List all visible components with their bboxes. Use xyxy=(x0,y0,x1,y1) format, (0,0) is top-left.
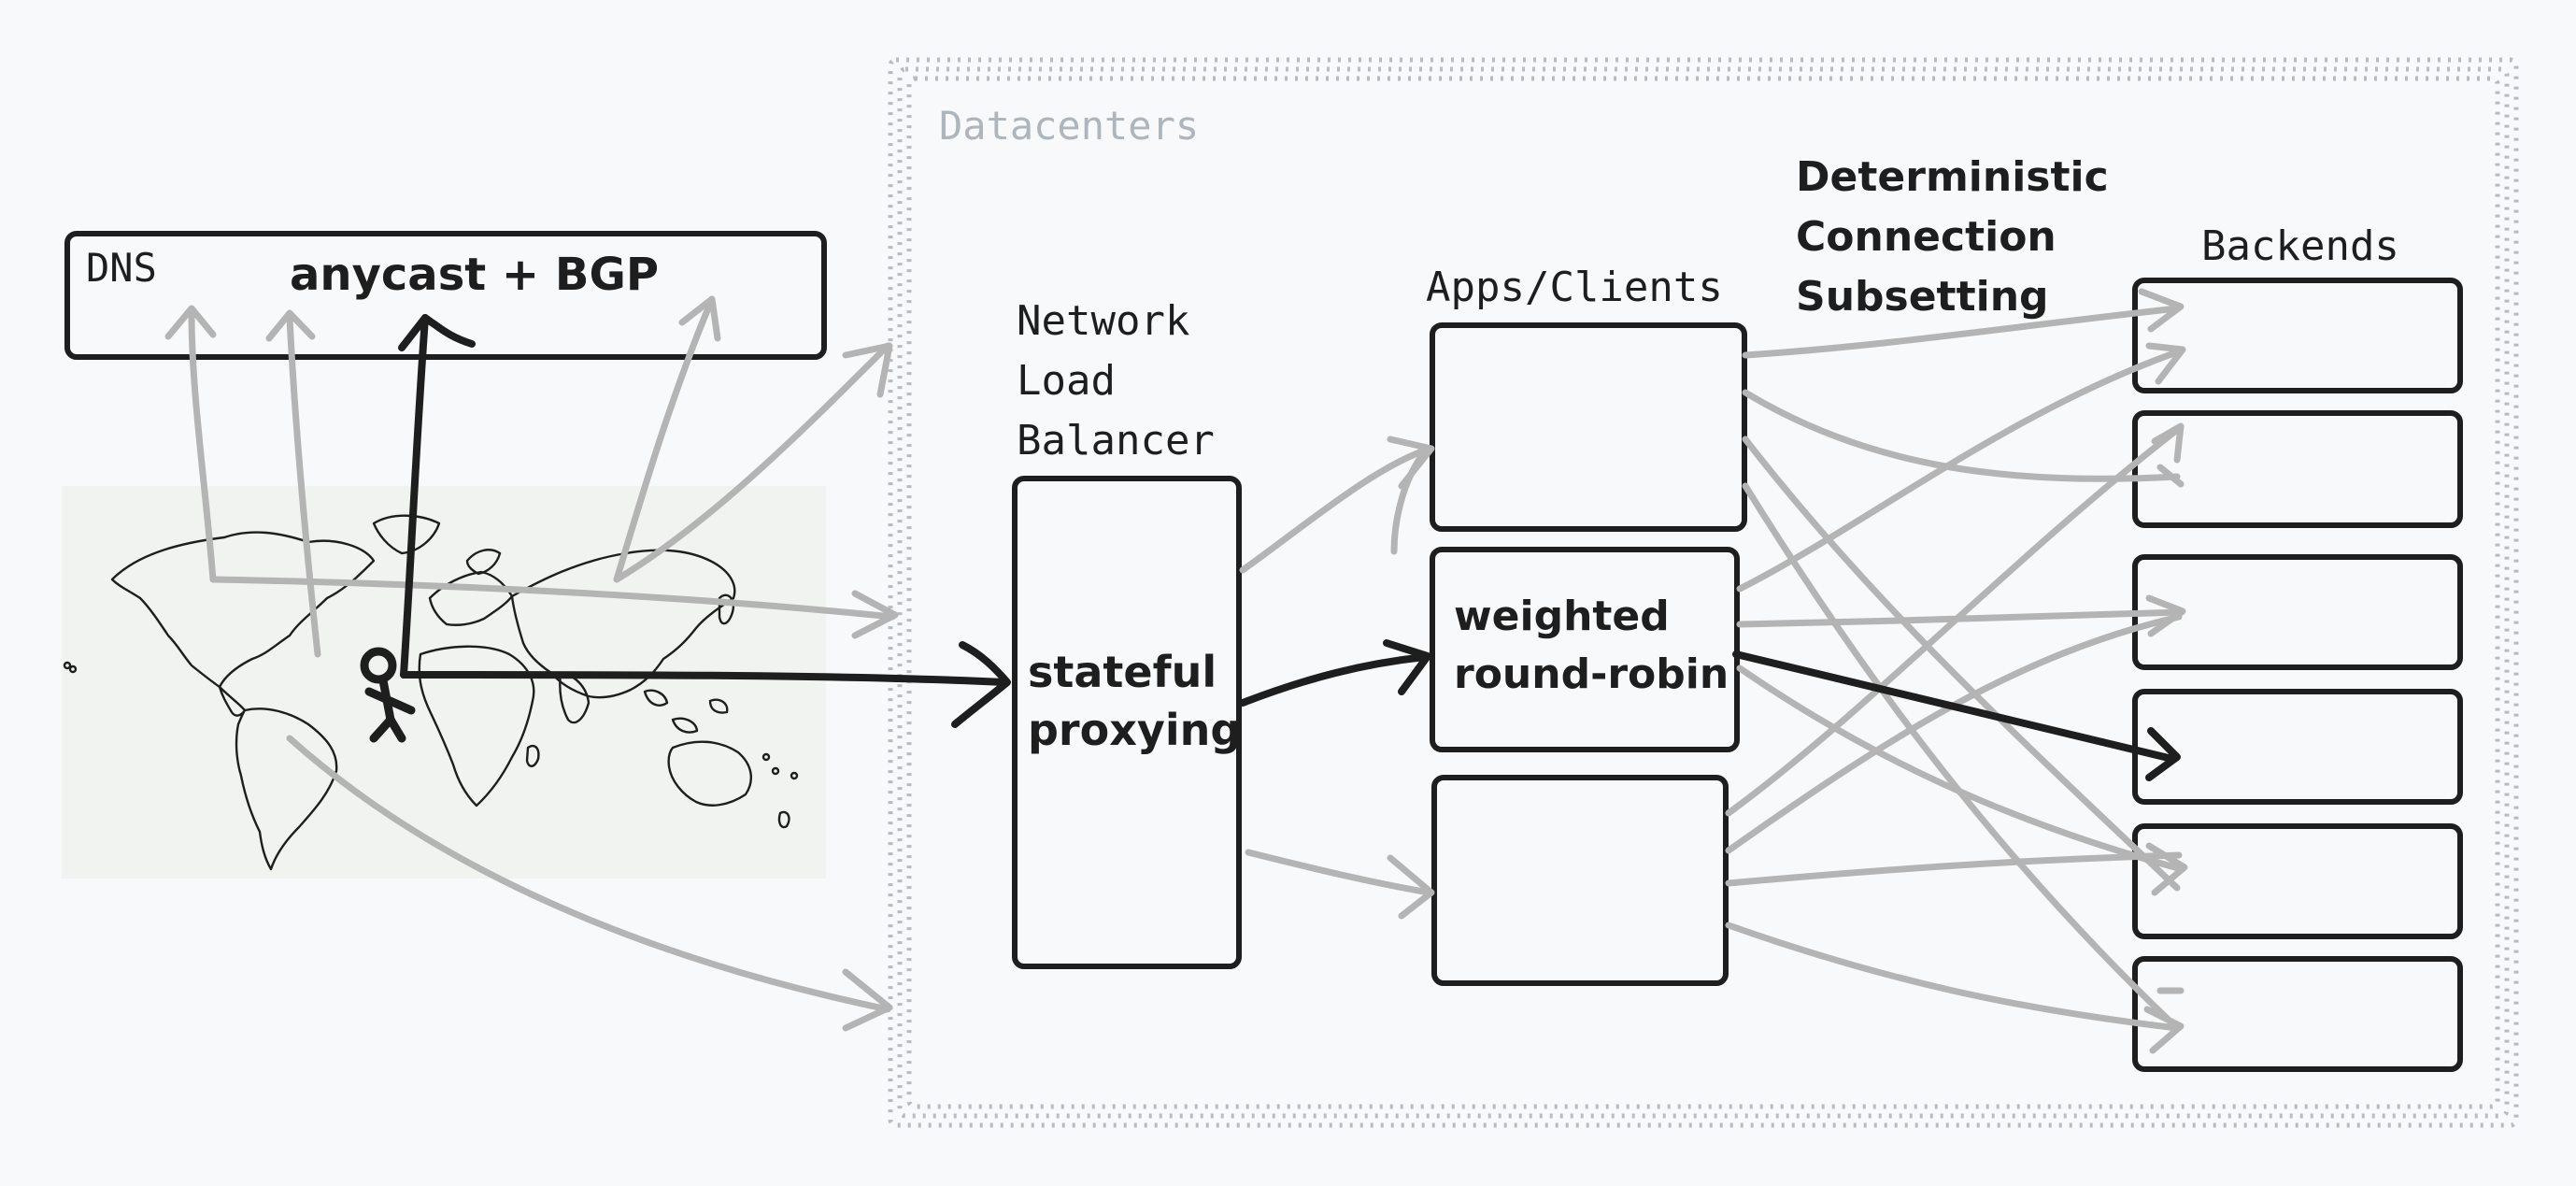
nlb-heading-line2: Load xyxy=(1017,357,1116,405)
apps-clients-heading: Apps/Clients xyxy=(1426,264,1723,311)
dns-label: DNS xyxy=(86,245,157,291)
dns-box xyxy=(64,231,827,360)
faint-arrows xyxy=(164,288,2188,1054)
subsetting-line2: Connection xyxy=(1796,213,2057,261)
app-box-3 xyxy=(1431,775,1729,986)
backend-box-5 xyxy=(2132,823,2463,939)
app-box-2 xyxy=(1430,547,1740,752)
weighted-label: weighted xyxy=(1454,593,1670,640)
backends-heading: Backends xyxy=(2201,222,2399,270)
nlb-heading-line3: Balancer xyxy=(1017,417,1215,464)
nlb-stateful-label: stateful xyxy=(1028,647,1217,697)
nlb-box xyxy=(1012,476,1242,969)
world-map-icon xyxy=(63,514,799,871)
nlb-heading-line1: Network xyxy=(1017,297,1190,345)
round-robin-label: round-robin xyxy=(1454,650,1729,698)
backend-boxes xyxy=(2132,278,2463,1072)
subsetting-line1: Deterministic xyxy=(1796,153,2109,201)
world-map-panel xyxy=(62,486,826,879)
app-box-1 xyxy=(1430,322,1747,532)
subsetting-line3: Subsetting xyxy=(1796,273,2049,321)
backend-box-1 xyxy=(2132,278,2463,393)
backend-box-4 xyxy=(2132,689,2463,805)
datacenters-region xyxy=(888,57,2519,1128)
datacenters-label: Datacenters xyxy=(939,103,1200,149)
request-path xyxy=(398,314,2181,781)
person-icon xyxy=(360,647,416,743)
nlb-proxying-label: proxying xyxy=(1028,705,1242,755)
backend-box-2 xyxy=(2132,410,2463,528)
backend-box-6 xyxy=(2132,956,2463,1072)
anycast-bgp-label: anycast + BGP xyxy=(290,249,660,301)
